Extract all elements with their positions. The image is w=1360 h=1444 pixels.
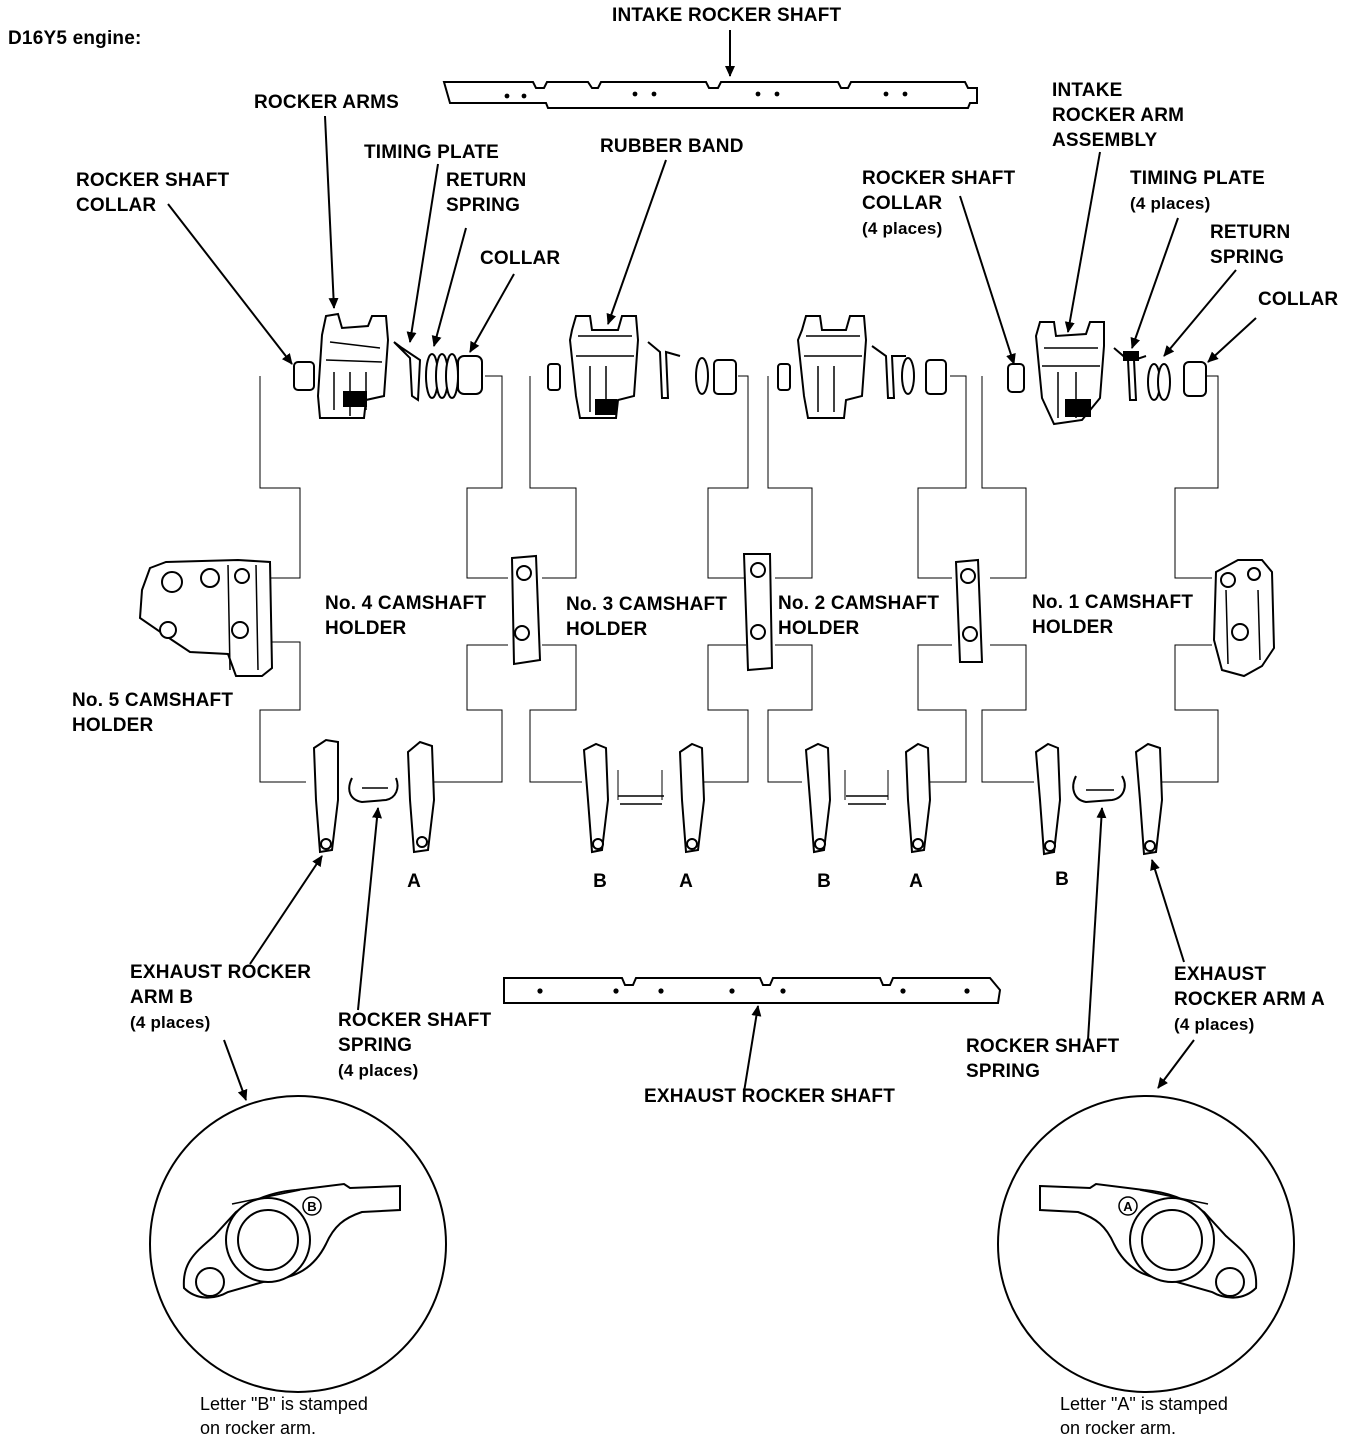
exhaust-rocker-shaft — [503, 977, 1002, 1004]
leader-arrows — [167, 30, 1257, 1101]
engine-label: D16Y5 engine: — [8, 28, 142, 49]
arm-letter-b-2: B — [817, 871, 831, 892]
detail-circle-a — [997, 1095, 1295, 1393]
stamp-b-circle — [302, 1196, 322, 1216]
label-timing-plate-left: TIMING PLATE — [364, 142, 500, 163]
intake-rocker-assemblies — [293, 312, 1207, 426]
arm-letter-a-1: A — [407, 871, 421, 892]
label-collar-right: COLLAR — [1258, 289, 1339, 310]
holder-outlines — [259, 375, 1219, 800]
stamp-letter-a: A — [1123, 1199, 1133, 1214]
intake-rocker-shaft — [442, 81, 978, 109]
label-timing-plate-right: TIMING PLATE(4 places) — [1130, 168, 1266, 213]
label-intake-rocker-shaft: INTAKE ROCKER SHAFT — [612, 5, 842, 26]
arm-letters: A B A B A B — [407, 869, 1069, 892]
stamp-letter-b: B — [307, 1199, 316, 1214]
arm-letter-b-1: B — [593, 871, 607, 892]
arm-letter-a-2: A — [679, 871, 693, 892]
detail-circle-b — [149, 1095, 447, 1393]
arm-letter-a-3: A — [909, 871, 923, 892]
stamp-a-circle — [1118, 1196, 1138, 1216]
arm-letter-b-3: B — [1055, 869, 1069, 890]
label-collar-left: COLLAR — [480, 248, 561, 269]
label-rubber-band: RUBBER BAND — [600, 136, 744, 157]
label-rocker-arms: ROCKER ARMS — [254, 92, 400, 113]
camshaft-holders — [138, 553, 1276, 678]
exhaust-rocker-arms — [312, 738, 1164, 856]
label-exhaust-rocker-shaft: EXHAUST ROCKER SHAFT — [644, 1086, 896, 1107]
